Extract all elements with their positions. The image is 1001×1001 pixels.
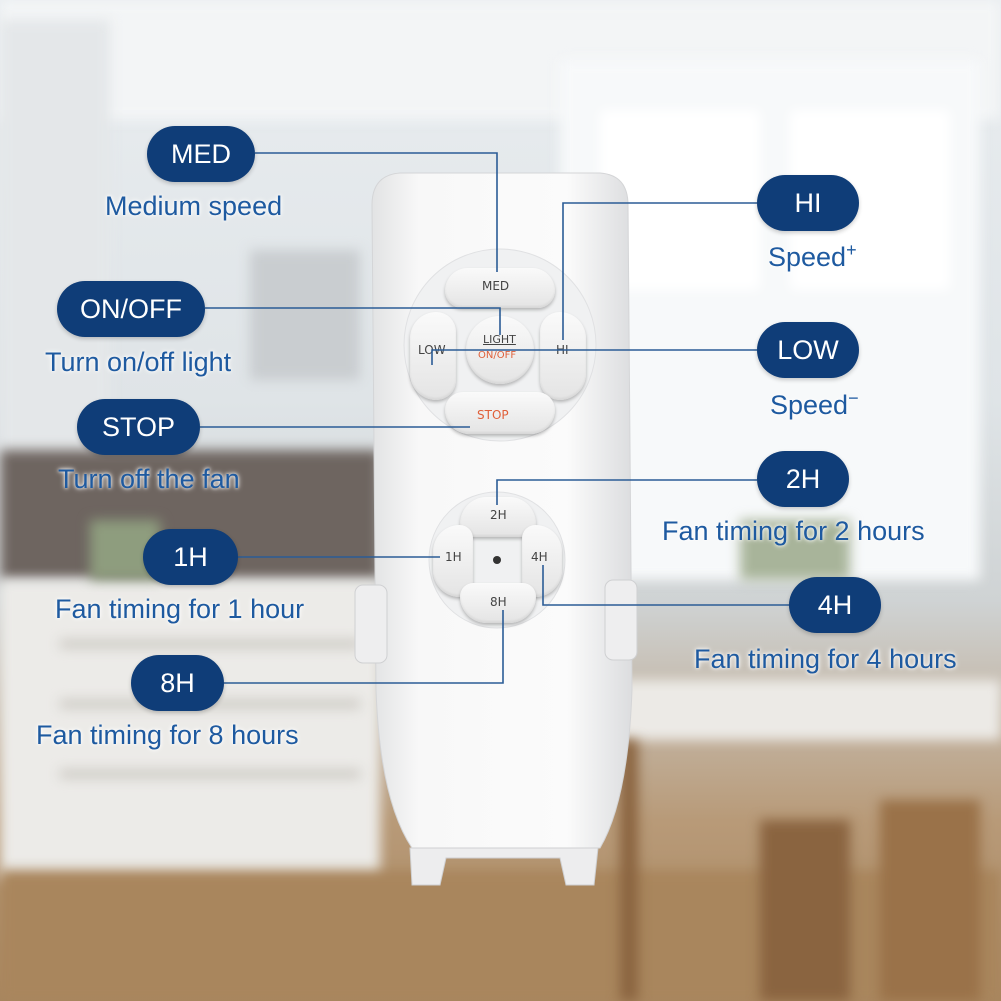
2h-callout-desc: Fan timing for 2 hours — [662, 516, 925, 546]
med-callout-desc: Medium speed — [105, 191, 283, 221]
plus-sign: + — [846, 240, 857, 260]
low-button[interactable] — [410, 312, 456, 400]
1h-callout-badge: 1H — [143, 529, 238, 585]
8h-button-label: 8H — [490, 595, 507, 609]
med-button-label: MED — [482, 279, 510, 293]
hi-callout-desc-text: Speed — [768, 242, 847, 272]
8h-button[interactable] — [460, 583, 536, 623]
stop-button-label: STOP — [477, 408, 509, 422]
onoff-button-label: ON/OFF — [478, 350, 517, 361]
med-callout-badge: MED — [147, 126, 255, 182]
hi-callout-badge: HI — [757, 175, 859, 231]
hi-callout-desc: Speed+ — [768, 240, 857, 273]
8h-callout-desc: Fan timing for 8 hours — [36, 720, 299, 750]
2h-button-label: 2H — [490, 508, 507, 522]
onoff-callout-desc: Turn on/off light — [45, 347, 232, 377]
low-callout-desc-text: Speed — [770, 390, 849, 420]
med-button[interactable] — [445, 268, 555, 308]
2h-callout-badge: 2H — [757, 451, 849, 507]
stop-callout-desc: Turn off the fan — [58, 464, 240, 494]
minus-sign: − — [848, 388, 859, 408]
1h-button-label: 1H — [445, 550, 462, 564]
4h-callout-desc: Fan timing for 4 hours — [694, 644, 957, 674]
onoff-callout-badge: ON/OFF — [57, 281, 205, 337]
low-callout-badge: LOW — [757, 322, 859, 378]
stop-callout-badge: STOP — [77, 399, 200, 455]
1h-callout-desc: Fan timing for 1 hour — [55, 594, 305, 624]
8h-callout-badge: 8H — [131, 655, 224, 711]
low-callout-desc: Speed− — [770, 388, 859, 421]
light-button-label: LIGHT — [483, 333, 516, 346]
4h-callout-badge: 4H — [789, 577, 881, 633]
4h-button-label: 4H — [531, 550, 548, 564]
